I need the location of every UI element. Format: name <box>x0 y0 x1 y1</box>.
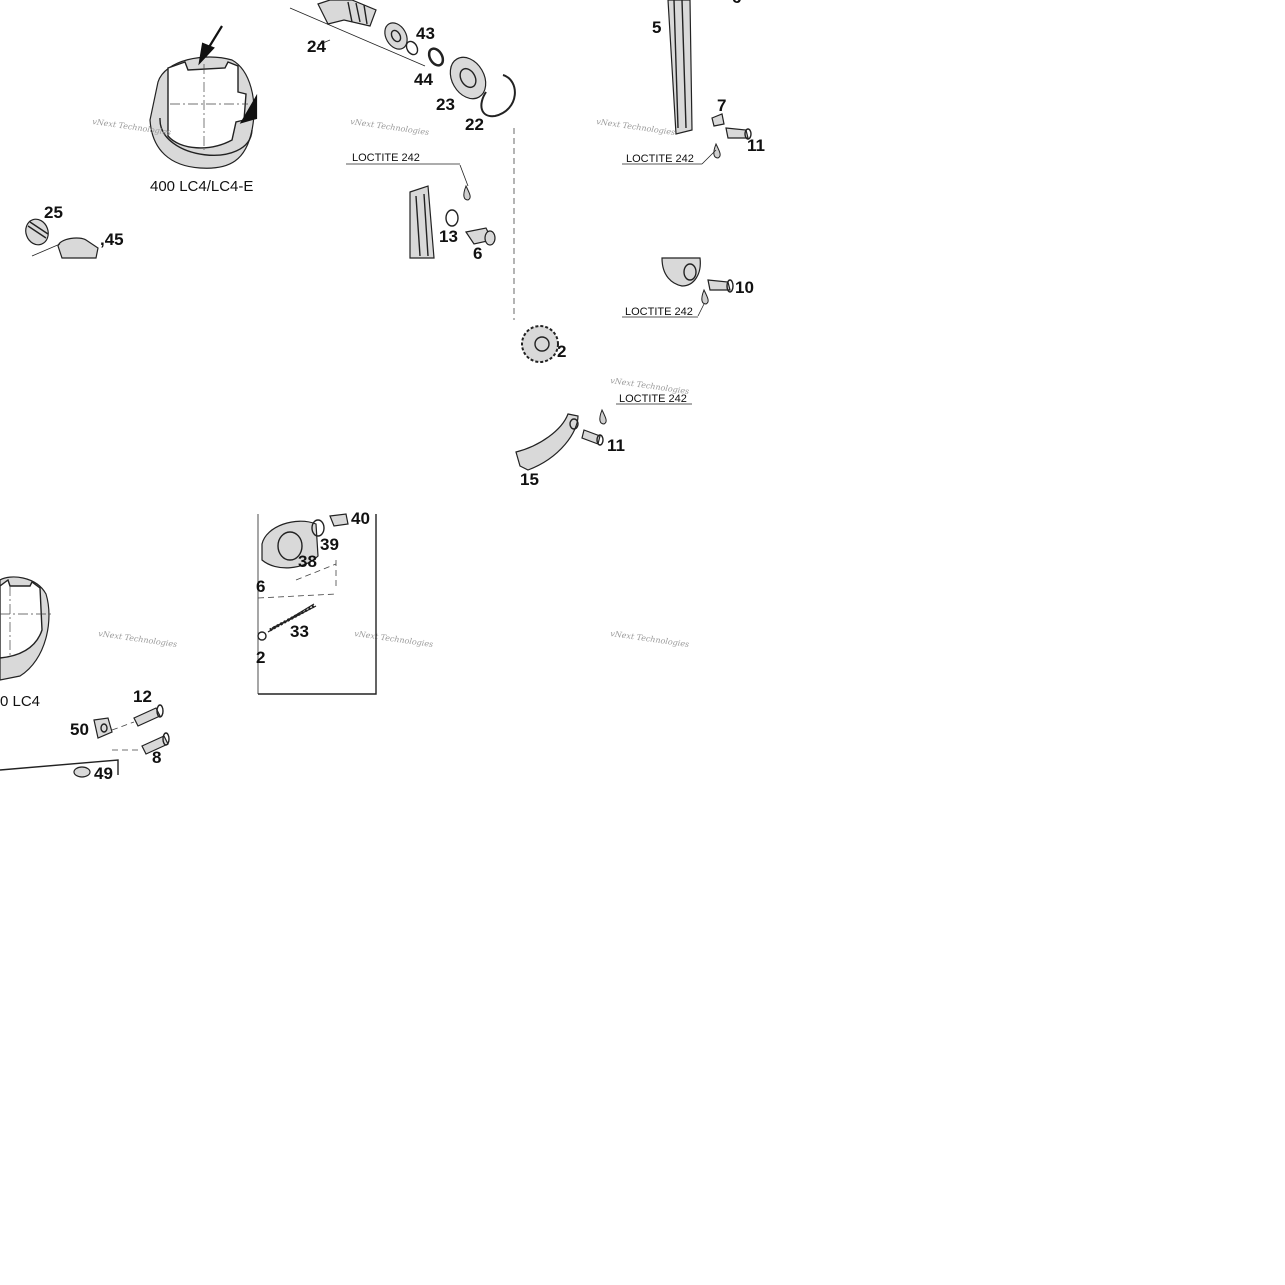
part-number-6-upper: 6 <box>473 244 482 263</box>
caption-400-lc4: 0 LC4 <box>0 693 40 710</box>
part-number-12: 12 <box>133 687 152 706</box>
part-number-11-lower: 11 <box>607 436 625 455</box>
tensioner-rail-illustration <box>515 408 607 471</box>
watermark-3: vNext Technologies <box>596 117 676 137</box>
svg-text:vNext Technologies: vNext Technologies <box>354 629 434 649</box>
part-number-6-lower: 6 <box>256 577 265 596</box>
shaft-assembly-illustration <box>289 0 516 118</box>
part-number-5: 5 <box>652 18 661 37</box>
svg-text:vNext Technologies: vNext Technologies <box>98 629 178 649</box>
part-number-7: 7 <box>717 96 726 115</box>
housing-lc4-e-illustration <box>149 25 258 169</box>
svg-text:vNext Technologies: vNext Technologies <box>350 117 430 137</box>
bushing-illustration <box>25 218 99 259</box>
part-number-13: 13 <box>439 227 458 246</box>
caption-400-lc4-lc4-e: 400 LC4/LC4-E <box>150 178 253 195</box>
part-number-24: 24 <box>307 37 326 56</box>
housing-lc4-illustration <box>0 576 54 681</box>
svg-text:vNext Technologies: vNext Technologies <box>610 629 690 649</box>
part-number-33: 33 <box>290 622 309 641</box>
part-number-2-lower: 2 <box>256 648 265 667</box>
guide-rail-illustration <box>667 0 752 165</box>
svg-text:vNext Technologies: vNext Technologies <box>596 117 676 137</box>
watermark-2: vNext Technologies <box>350 117 430 137</box>
loctite-label-d: LOCTITE 242 <box>619 393 687 405</box>
part-number-44: 44 <box>414 70 433 89</box>
part-number-25: 25 <box>44 203 63 222</box>
part-number-43: 43 <box>416 24 435 43</box>
part-number-38: 38 <box>298 552 317 571</box>
part-number-39: 39 <box>320 535 339 554</box>
part-number-49: 49 <box>94 764 113 783</box>
part-number-10: 10 <box>735 278 754 297</box>
part-number-2: 2 <box>557 342 566 361</box>
part-number-8: 8 <box>152 748 161 767</box>
part-number-6-top: 6 <box>732 0 741 7</box>
loctite-label-c: LOCTITE 242 <box>625 306 693 318</box>
loctite-label-a: LOCTITE 242 <box>352 152 420 164</box>
part-number-40: 40 <box>351 509 370 528</box>
watermark-7: vNext Technologies <box>610 629 690 649</box>
watermark-5: vNext Technologies <box>98 629 178 649</box>
part-number-22: 22 <box>465 115 484 134</box>
chain-guide-illustration <box>409 164 496 259</box>
bolts-illustration <box>0 704 170 778</box>
part-number-11-upper: 11 <box>747 136 765 155</box>
tensioner-body-illustration <box>257 513 377 695</box>
part-number-23: 23 <box>436 95 455 114</box>
sprocket-illustration <box>521 325 559 363</box>
part-number-45: ,45 <box>100 230 124 249</box>
part-number-50: 50 <box>70 720 89 739</box>
loctite-label-b: LOCTITE 242 <box>626 153 694 165</box>
guide-part-10-illustration <box>661 257 734 317</box>
watermark-6: vNext Technologies <box>354 629 434 649</box>
part-number-15: 15 <box>520 470 539 489</box>
